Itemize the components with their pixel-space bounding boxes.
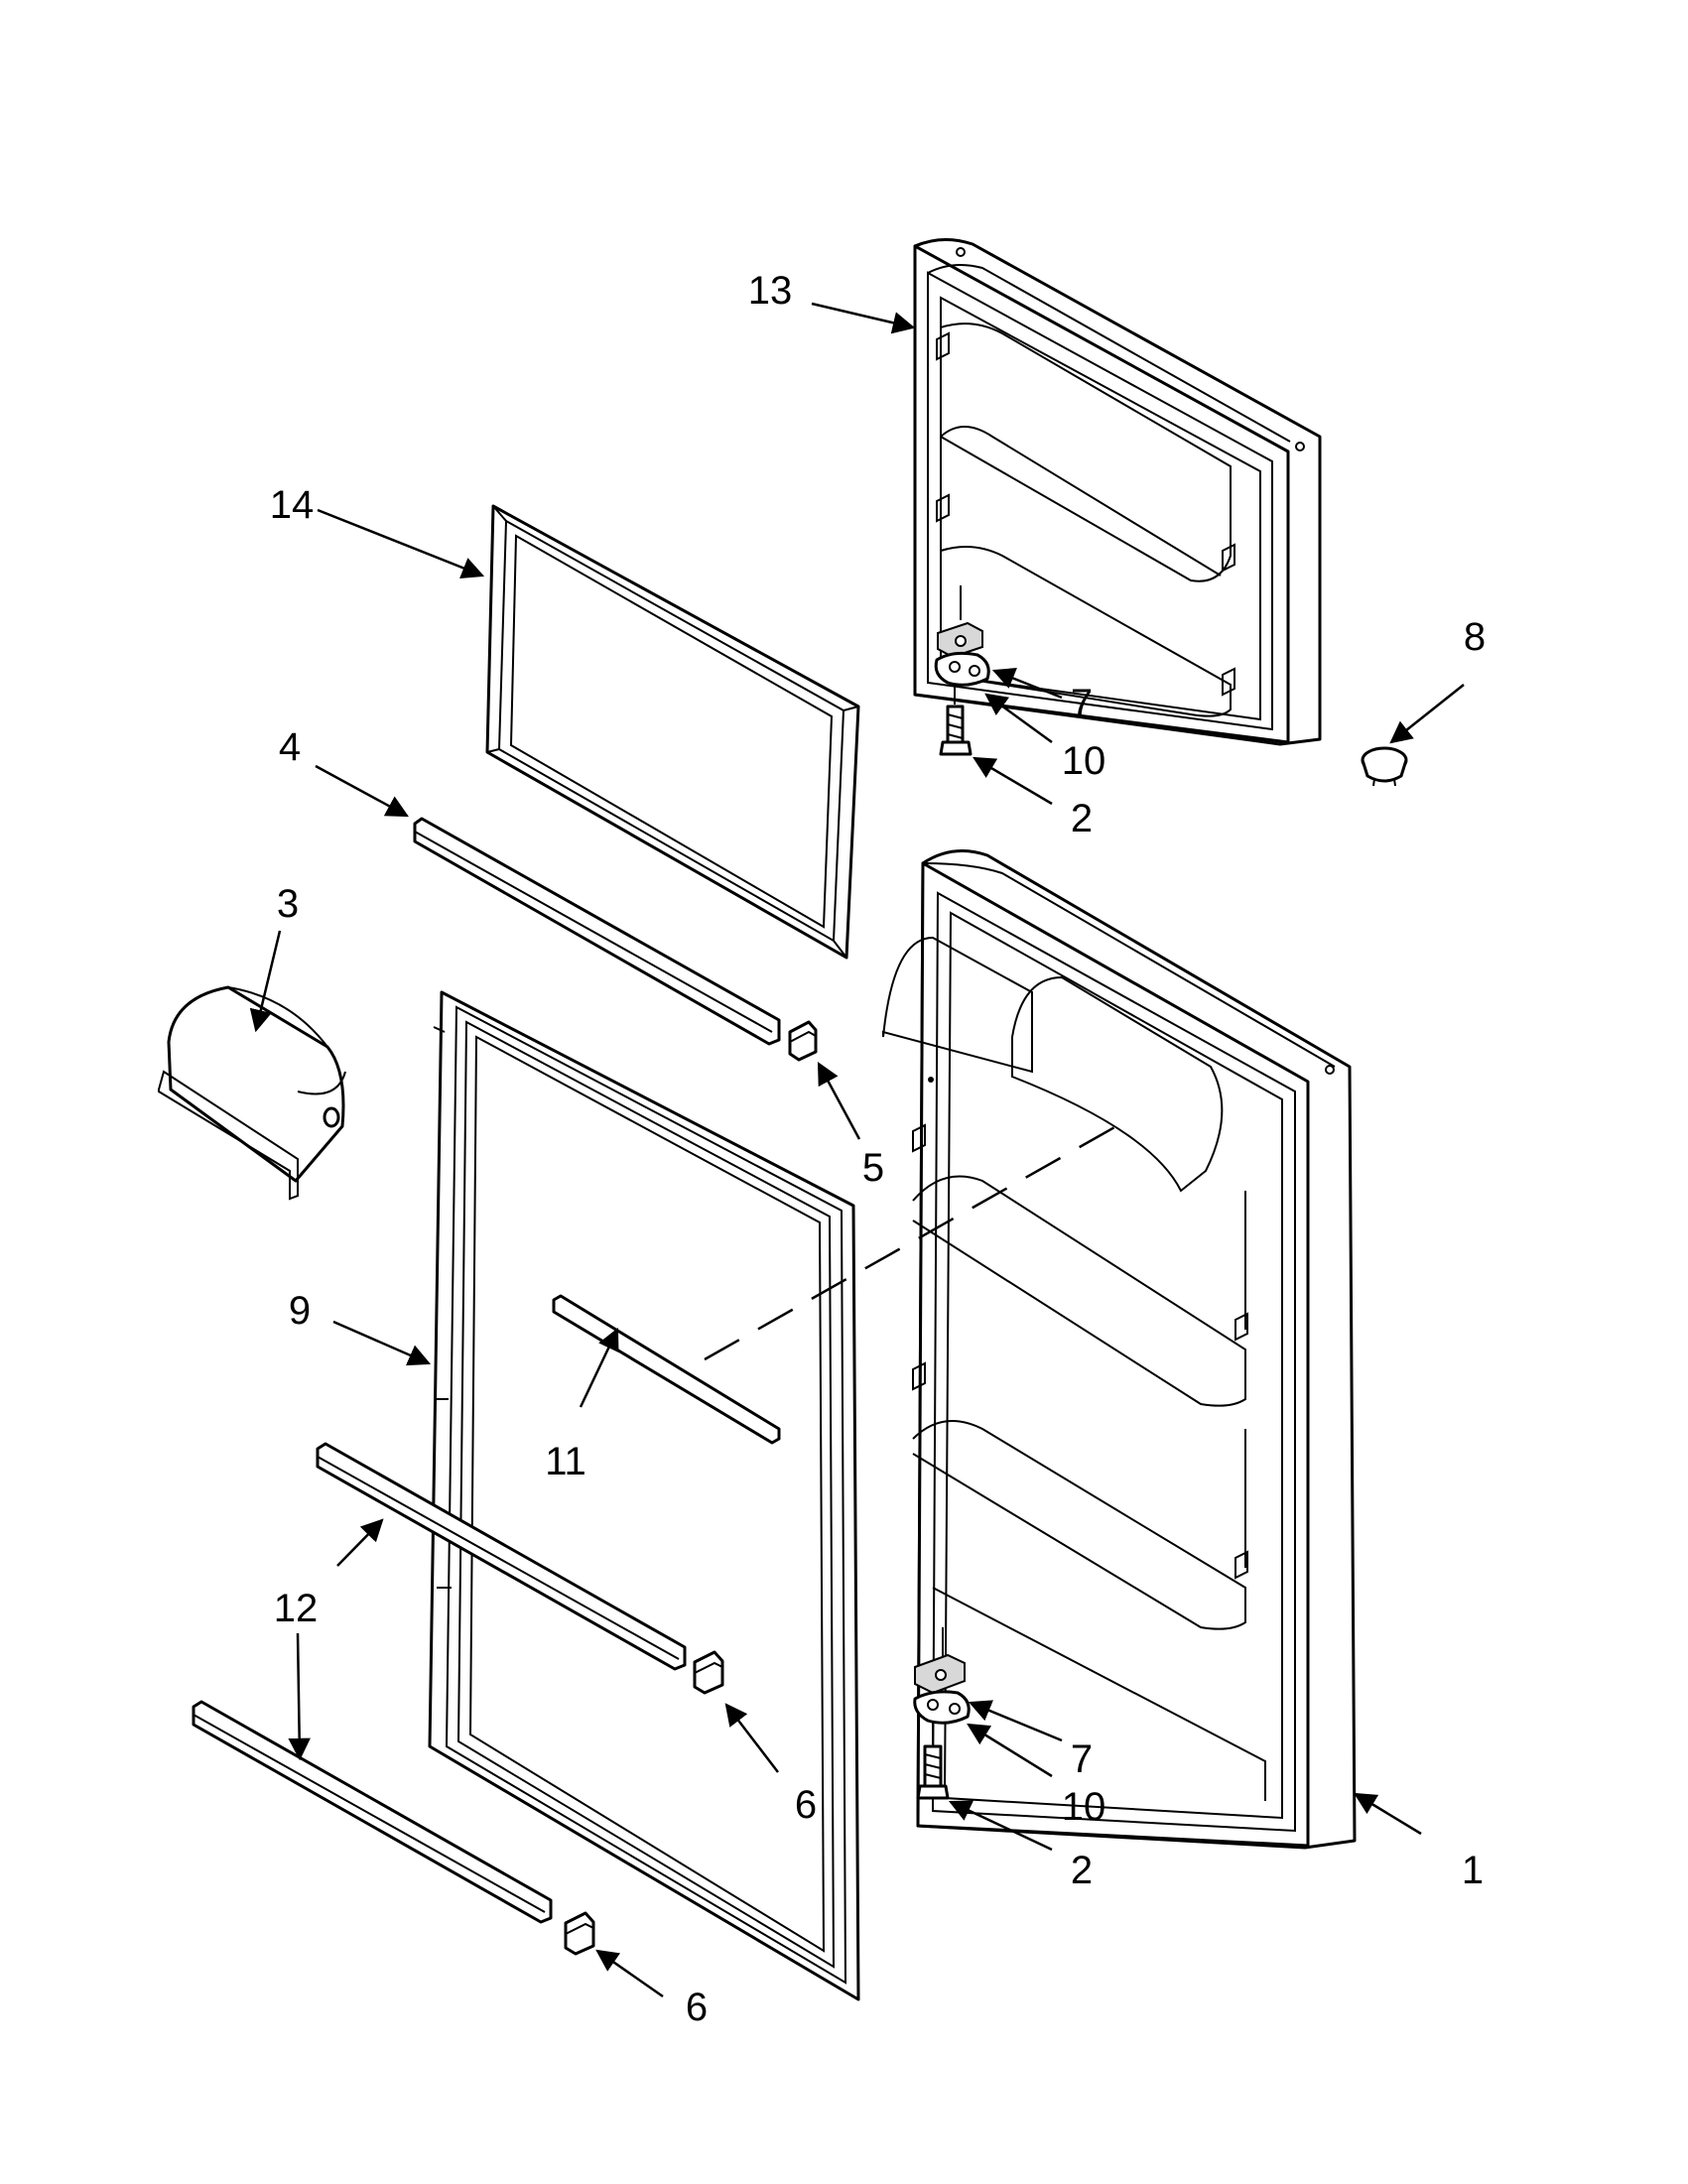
- freezer-gasket: [485, 504, 860, 960]
- callout-10-lower: 10: [1062, 1785, 1106, 1829]
- leader-lines: [249, 302, 1465, 1998]
- callout-6-lower: 6: [686, 1986, 708, 2029]
- callout-2-upper: 2: [1071, 797, 1093, 840]
- callout-10-upper: 10: [1062, 739, 1106, 783]
- shelf-end-cap-top: [788, 1020, 818, 1062]
- refrigerator-gasket: [428, 990, 860, 2001]
- callout-3: 3: [277, 882, 299, 926]
- callout-1: 1: [1462, 1849, 1484, 1892]
- callout-11: 11: [545, 1440, 586, 1483]
- plug-button: [1361, 746, 1408, 787]
- callout-9: 9: [289, 1289, 311, 1333]
- refrigerator-door: [882, 849, 1357, 1850]
- freezer-door-shelf: [413, 817, 781, 1046]
- callout-8: 8: [1464, 615, 1486, 659]
- door-shelf-upper: [316, 1442, 687, 1671]
- door-shelf-lower: [192, 1700, 553, 1924]
- callout-7-lower: 7: [1071, 1737, 1093, 1781]
- callout-7-upper: 7: [1071, 682, 1093, 725]
- callout-14: 14: [270, 483, 315, 527]
- dairy-door-cover: [158, 985, 346, 1201]
- callout-12: 12: [274, 1587, 319, 1630]
- callout-labels: 13 14 8 7 10 2 4 3 5 9 11 12 6 7 10 2 1 …: [270, 269, 1486, 2029]
- upper-hinge-assembly: [934, 585, 990, 756]
- lower-hinge-assembly: [913, 1627, 971, 1800]
- callout-6-middle: 6: [795, 1783, 817, 1827]
- shelf-end-cap-bottom: [564, 1911, 595, 1956]
- callout-4: 4: [279, 725, 301, 769]
- shelf-end-cap-middle: [693, 1650, 724, 1695]
- callout-13: 13: [748, 269, 793, 313]
- callout-2-lower: 2: [1071, 1849, 1093, 1892]
- freezer-door: [913, 238, 1322, 746]
- callout-5: 5: [862, 1146, 884, 1190]
